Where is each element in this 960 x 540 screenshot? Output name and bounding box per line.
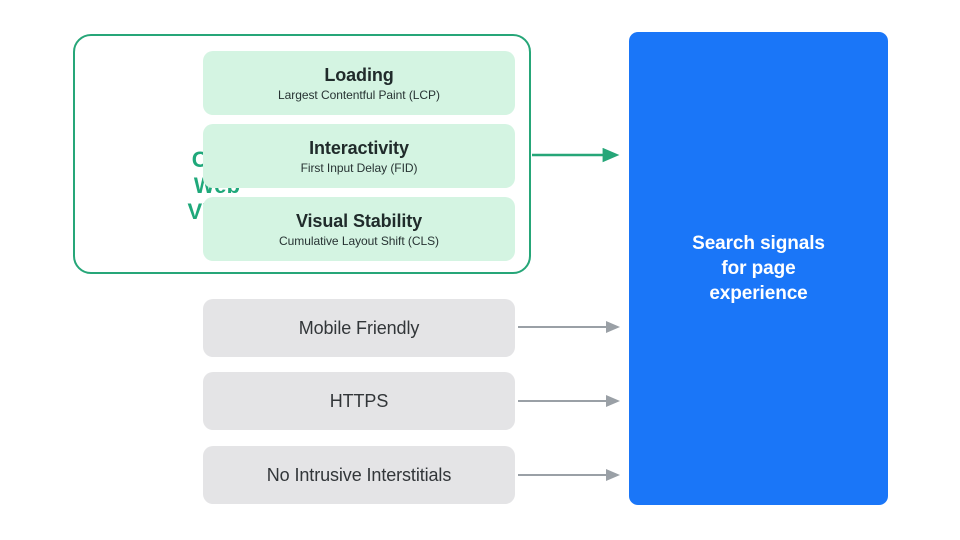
metric-subtitle: Cumulative Layout Shift (CLS) (279, 233, 439, 248)
search-signals-panel: Search signals for page experience (629, 32, 888, 505)
signal-label: Mobile Friendly (298, 317, 420, 338)
signal-card-mobile-friendly: Mobile Friendly (203, 299, 515, 357)
search-signals-panel-text: Search signals for page experience (670, 231, 847, 306)
metric-title: Loading (324, 64, 394, 85)
signal-card-no-intrusive-interstitials: No Intrusive Interstitials (203, 446, 515, 504)
outcome-line-1: Search signals (692, 233, 825, 254)
signal-label: HTTPS (329, 390, 389, 411)
outcome-line-3: experience (709, 283, 808, 304)
signal-card-https: HTTPS (203, 372, 515, 430)
metric-subtitle: First Input Delay (FID) (300, 160, 418, 175)
metric-card-interactivity: Interactivity First Input Delay (FID) (203, 124, 515, 188)
metric-card-visual-stability: Visual Stability Cumulative Layout Shift… (203, 197, 515, 261)
signal-label: No Intrusive Interstitials (266, 464, 452, 485)
metric-card-loading: Loading Largest Contentful Paint (LCP) (203, 51, 515, 115)
metric-title: Interactivity (309, 137, 409, 158)
metric-subtitle: Largest Contentful Paint (LCP) (278, 87, 440, 102)
outcome-line-2: for page (721, 258, 796, 279)
metric-title: Visual Stability (295, 210, 423, 231)
